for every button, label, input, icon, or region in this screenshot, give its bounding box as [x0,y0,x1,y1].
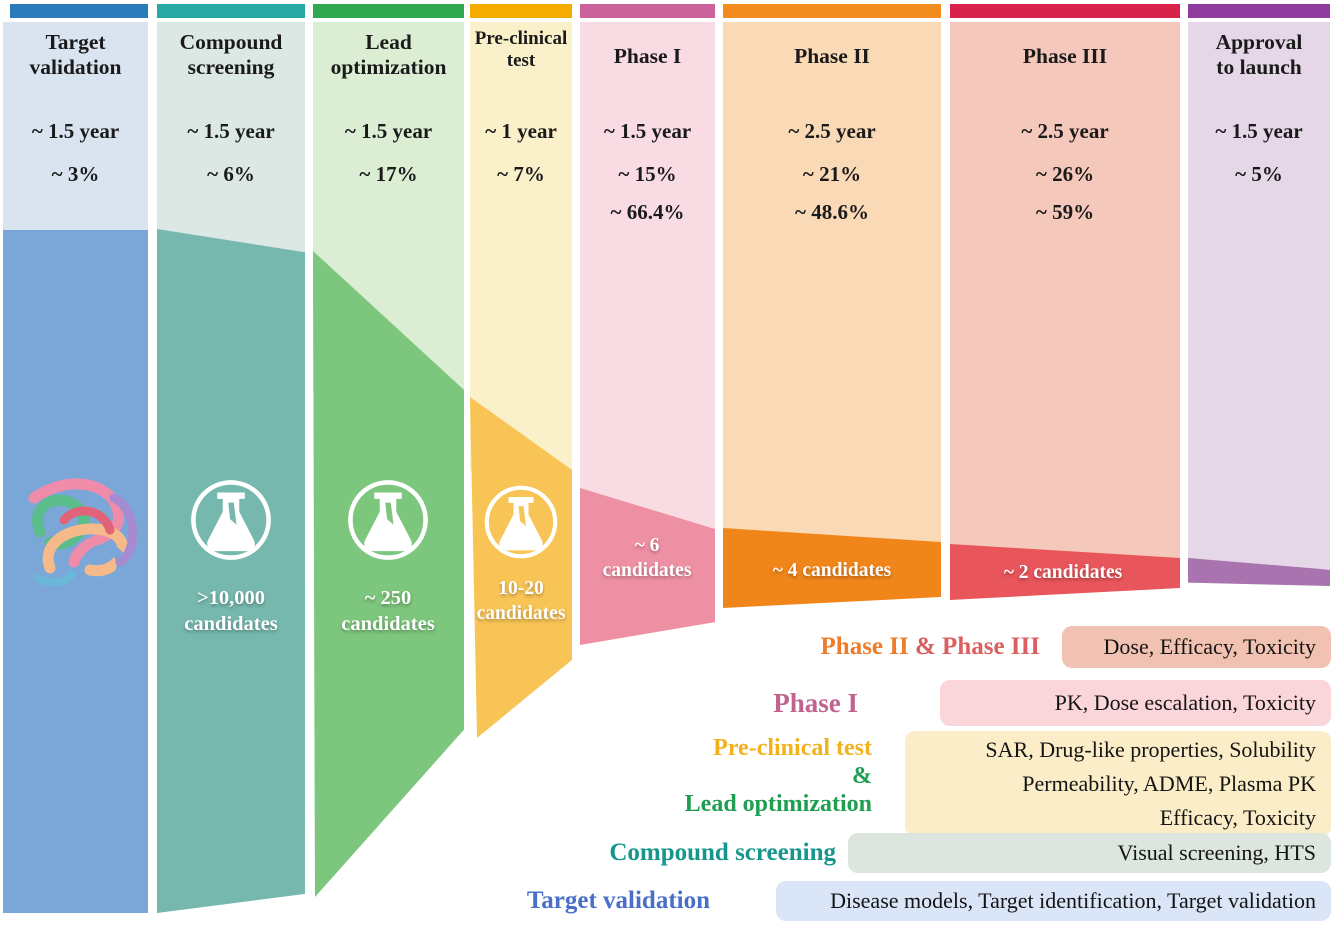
column-top-bar [313,4,464,18]
column-title: Phase I [613,44,682,68]
column-duration: ~ 1.5 year [31,119,120,143]
candidate-count: ~ 6 candidates [602,535,692,581]
column-top-bar [10,4,148,18]
column-title: Lead optimization [330,30,447,79]
column-top-bar [470,4,572,18]
legend-pill-preclinical-lead: SAR, Drug-like properties, Solubility Pe… [905,731,1331,837]
column-top-bar [580,4,715,18]
legend-pill-line: Efficacy, Toxicity [1159,805,1316,830]
legend-pill-phase1: PK, Dose escalation, Toxicity [940,680,1331,726]
column-title: Pre-clinical test [474,28,568,71]
column-success-rate: ~ 5% [1235,162,1283,186]
candidate-count: ~ 250 candidates [341,587,435,635]
column-phase-2: Phase II ~ 2.5 year ~ 21% ~ 48.6% [723,22,941,543]
column-duration: ~ 1.5 year [603,119,692,143]
candidate-count: ~ 4 candidates [772,560,892,581]
column-approval-to-launch: Approval to launch ~ 1.5 year ~ 5% [1188,22,1330,569]
candidate-count: ~ 2 candidates [1003,562,1123,583]
column-compound-screening: Compound screening ~ 1.5 year ~ 6% [157,22,305,253]
candidate-count: 10-20 candidates [476,578,566,624]
column-cumulative-rate: ~ 66.4% [610,200,685,224]
column-success-rate: ~ 7% [497,162,545,186]
legend-label-phase1: Phase I [773,688,858,718]
legend-label-compound-screening: Compound screening [609,839,836,866]
legend-pill-phase2-phase3: Dose, Efficacy, Toxicity [1062,626,1331,668]
column-success-rate: ~ 17% [359,162,418,186]
column-success-rate: ~ 15% [618,162,677,186]
legend-label-line: & [852,763,872,789]
column-success-rate: ~ 21% [802,162,862,186]
column-duration: ~ 1.5 year [1215,119,1303,143]
column-phase-1: Phase I ~ 1.5 year ~ 15% ~ 66.4% [580,22,715,530]
legend-label-part: & Phase III [914,633,1040,660]
column-top-bar [723,4,941,18]
legend-pill-line: Permeability, ADME, Plasma PK [1022,771,1316,796]
legend-pill-compound-screening: Visual screening, HTS [848,833,1331,873]
column-top-bar [1188,4,1330,18]
column-success-rate: ~ 26% [1035,162,1095,186]
legend-label-preclinical-lead: Pre-clinical test & Lead optimization [685,734,872,818]
column-preclinical-test: Pre-clinical test ~ 1 year ~ 7% [470,22,572,471]
column-title: Phase III [1022,44,1108,68]
column-duration: ~ 1.5 year [344,119,433,143]
legend-label-target-validation: Target validation [526,887,710,914]
column-top-bar [157,4,305,18]
legend-label-line: Lead optimization [684,791,872,817]
column-title: Approval to launch [1215,30,1303,79]
protein-structure-illustration [28,478,138,605]
column-duration: ~ 2.5 year [788,119,876,143]
column-cumulative-rate: ~ 59% [1035,200,1095,224]
column-cumulative-rate: ~ 48.6% [795,200,869,224]
column-success-rate: ~ 3% [51,162,100,186]
legend-label-phase2-phase3: Phase II & Phase III [821,626,1040,668]
legend-pill-line: SAR, Drug-like properties, Solubility [985,737,1316,762]
column-duration: ~ 1.5 year [187,119,275,143]
legend-label-line: Pre-clinical test [713,735,872,761]
candidate-count: >10,000 candidates [184,587,278,635]
funnel-shape-compound-screening [157,229,305,913]
flask-icon [484,485,558,559]
column-title: Phase II [794,44,870,68]
legend-pill-target-validation: Disease models, Target identification, T… [776,881,1331,921]
column-duration: ~ 1 year [485,119,557,143]
flask-icon [191,480,271,560]
legend-label-part: Phase II [820,633,915,660]
column-title: Target validation [29,30,122,79]
flask-icon [348,480,428,560]
column-title: Compound screening [179,30,283,79]
funnel-shape-phase-2 [723,528,941,608]
column-success-rate: ~ 6% [207,162,255,186]
column-duration: ~ 2.5 year [1021,119,1109,143]
column-phase-3: Phase III ~ 2.5 year ~ 26% ~ 59% [950,22,1180,559]
column-top-bar [950,4,1180,18]
